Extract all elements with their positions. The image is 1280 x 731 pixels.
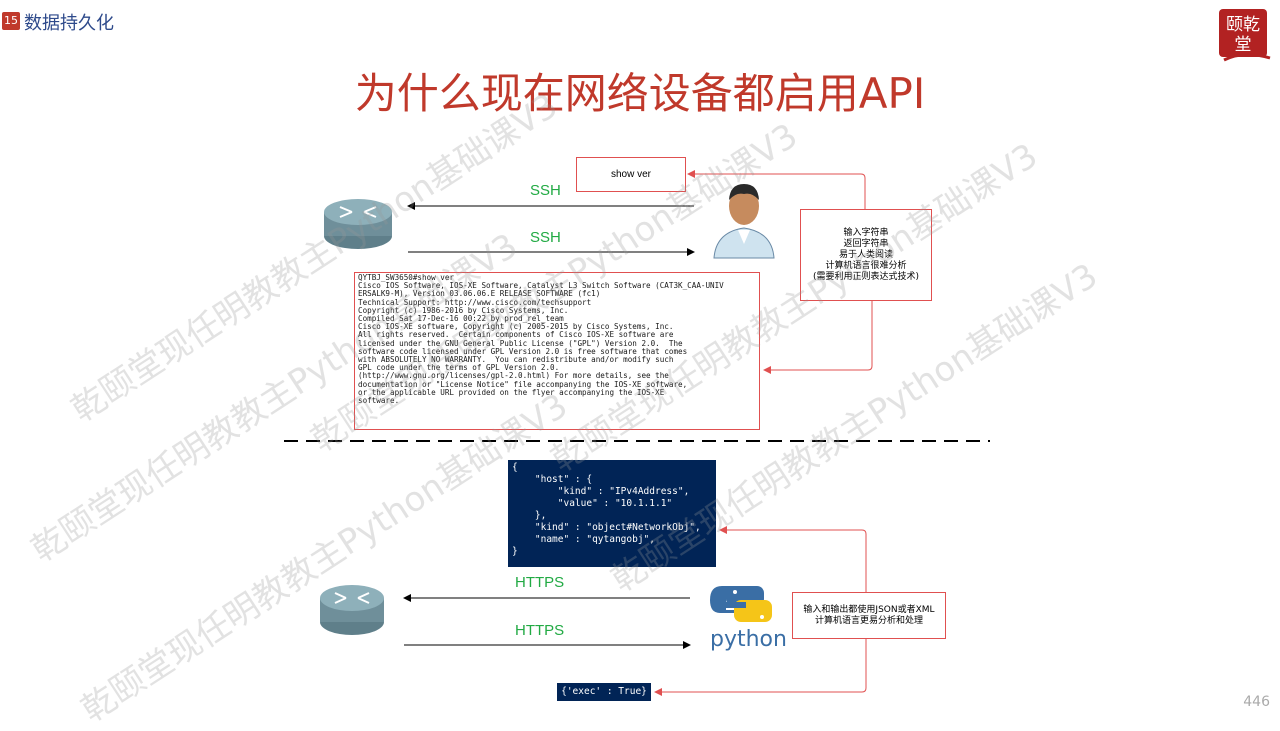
json-line: }, [512,510,547,521]
note-line: 输入和输出都使用JSON或者XML [803,604,935,615]
terminal-line: software. [358,396,400,406]
cli-note-box: 输入字符串 返回字符串 易于人类阅读 计算机语言很难分析 (需要利用正则表达式技… [800,209,932,301]
terminal-line: QYTBJ_SW3650#show ver [358,273,455,282]
svg-text:堂: 堂 [1235,35,1252,55]
slide-number-badge: 15 [2,12,20,30]
note-line: 计算机语言很难分析 [825,260,907,271]
annotation-line-to-exec [654,637,867,696]
logo-seal: 颐乾 堂 [1219,9,1271,62]
exec-result-box: {'exec' : True} [557,683,651,701]
annotation-line-to-json [719,526,867,592]
terminal-line: All rights reserved. Certain components … [358,330,674,340]
section-title: 数据持久化 [24,13,114,34]
router-icon-bottom [320,585,384,635]
svg-text:颐乾: 颐乾 [1226,15,1260,35]
terminal-line: licensed under the GNU General Public Li… [358,338,683,348]
terminal-line: (http://www.gnu.org/licenses/gpl-2.0.htm… [358,371,669,381]
terminal-line: or the applicable URL provided on the fl… [358,387,665,397]
python-label: python [710,627,787,652]
page-number: 446 [1243,694,1270,710]
python-logo-icon [710,586,772,622]
slide-title: 为什么现在网络设备都启用API [354,69,926,118]
terminal-line: documentation or "License Notice" file a… [358,379,688,389]
terminal-line: Cisco IOS Software, IOS-XE Software, Cat… [358,281,724,291]
ssh-label-bottom: SSH [530,229,561,246]
terminal-line: ERSALK9-M), Version 03.06.06.E RELEASE S… [358,289,601,299]
json-line: "host" : { [512,474,593,485]
note-line: (需要利用正则表达式技术) [812,271,920,282]
annotation-line-to-command [687,170,866,209]
json-line: } [512,546,518,557]
terminal-line: with ABSOLUTELY NO WARRANTY. You can red… [358,355,674,365]
json-line: "name" : "qytangobj", [512,534,655,545]
https-label-bottom: HTTPS [515,622,565,639]
command-box: show ver [576,157,686,192]
json-line: "value" : "10.1.1.1" [512,498,673,509]
user-icon [713,184,775,259]
terminal-line: Copyright (c) 1986-2016 by Cisco Systems… [358,305,569,315]
json-line: { [512,462,518,473]
terminal-line: GPL code under the terms of GPL Version … [358,363,560,373]
router-icon-top [324,199,392,249]
terminal-line: Compiled Sat 17-Dec-16 00:22 by prod_rel… [358,314,564,324]
note-line: 返回字符串 [843,238,889,249]
terminal-line: Technical Support: http://www.cisco.com/… [358,297,592,307]
json-output-box: { "host" : { "kind" : "IPv4Address", "va… [508,460,716,567]
note-line: 输入字符串 [843,227,889,238]
annotation-line-to-terminal [763,299,873,374]
note-line: 易于人类阅读 [838,249,893,260]
json-line: "kind" : "object#NetworkObj", [512,522,701,533]
note-line: 计算机语言更易分析和处理 [814,615,923,626]
cli-output-terminal: QYTBJ_SW3650#show ver Cisco IOS Software… [354,272,760,430]
terminal-line: software code licensed under GPL Version… [358,346,688,356]
ssh-label-top: SSH [530,182,561,199]
https-label-top: HTTPS [515,574,565,591]
terminal-line: Cisco IOS-XE software, Copyright (c) 200… [358,322,674,332]
json-line: "kind" : "IPv4Address", [512,486,690,497]
api-note-box: 输入和输出都使用JSON或者XML 计算机语言更易分析和处理 [792,592,946,639]
